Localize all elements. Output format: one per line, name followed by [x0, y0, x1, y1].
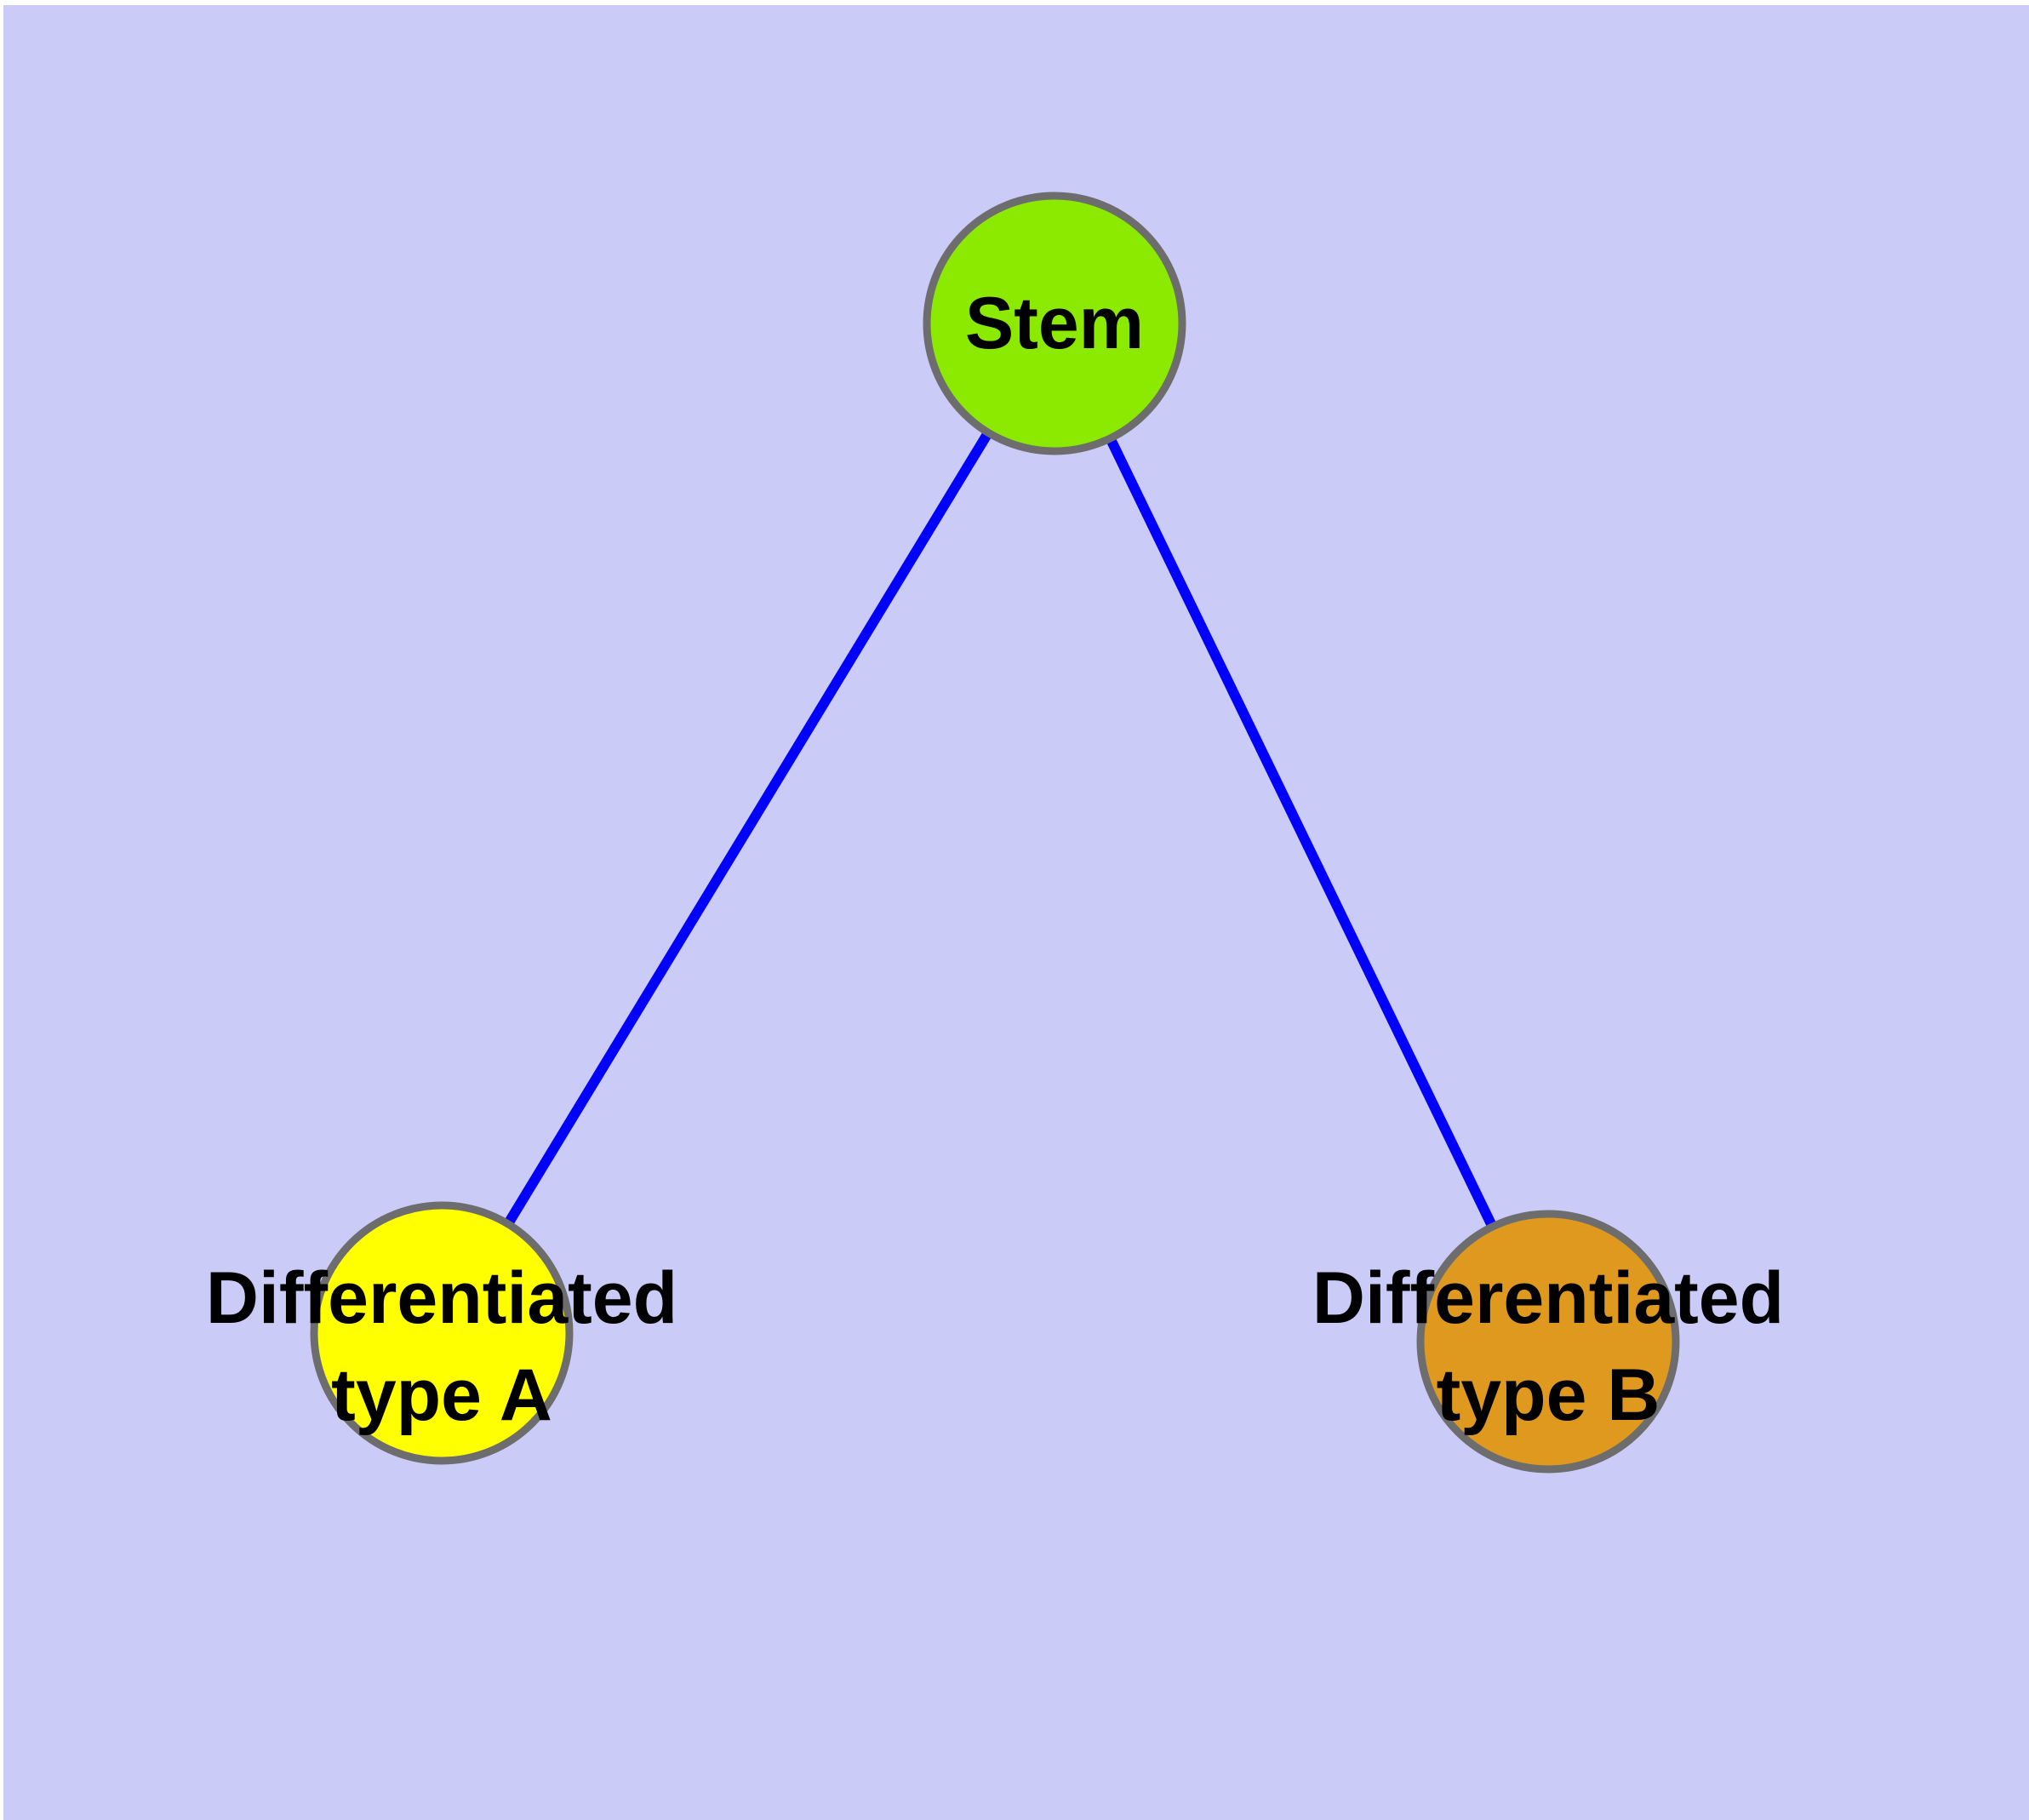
- node-type-a-circle: [310, 1201, 574, 1465]
- edge-stem-to-type-a: [437, 320, 1060, 1336]
- node-stem-label: Stem: [965, 275, 1144, 372]
- node-type-b-label: Differentiated type B: [1312, 1250, 1784, 1444]
- node-type-a-label: Differentiated type A: [206, 1250, 677, 1444]
- node-type-a-label-line-1: Differentiated: [205, 1257, 678, 1339]
- edge-stem-to-type-b: [1049, 321, 1553, 1344]
- node-type-b-label-line-2: type B: [1436, 1354, 1660, 1436]
- node-stem-circle: [923, 192, 1186, 455]
- node-type-a-label-line-2: type A: [331, 1354, 552, 1436]
- node-type-b-circle: [1416, 1210, 1680, 1474]
- node-type-b-label-line-1: Differentiated: [1312, 1257, 1785, 1339]
- node-stem-label-line: Stem: [964, 283, 1145, 364]
